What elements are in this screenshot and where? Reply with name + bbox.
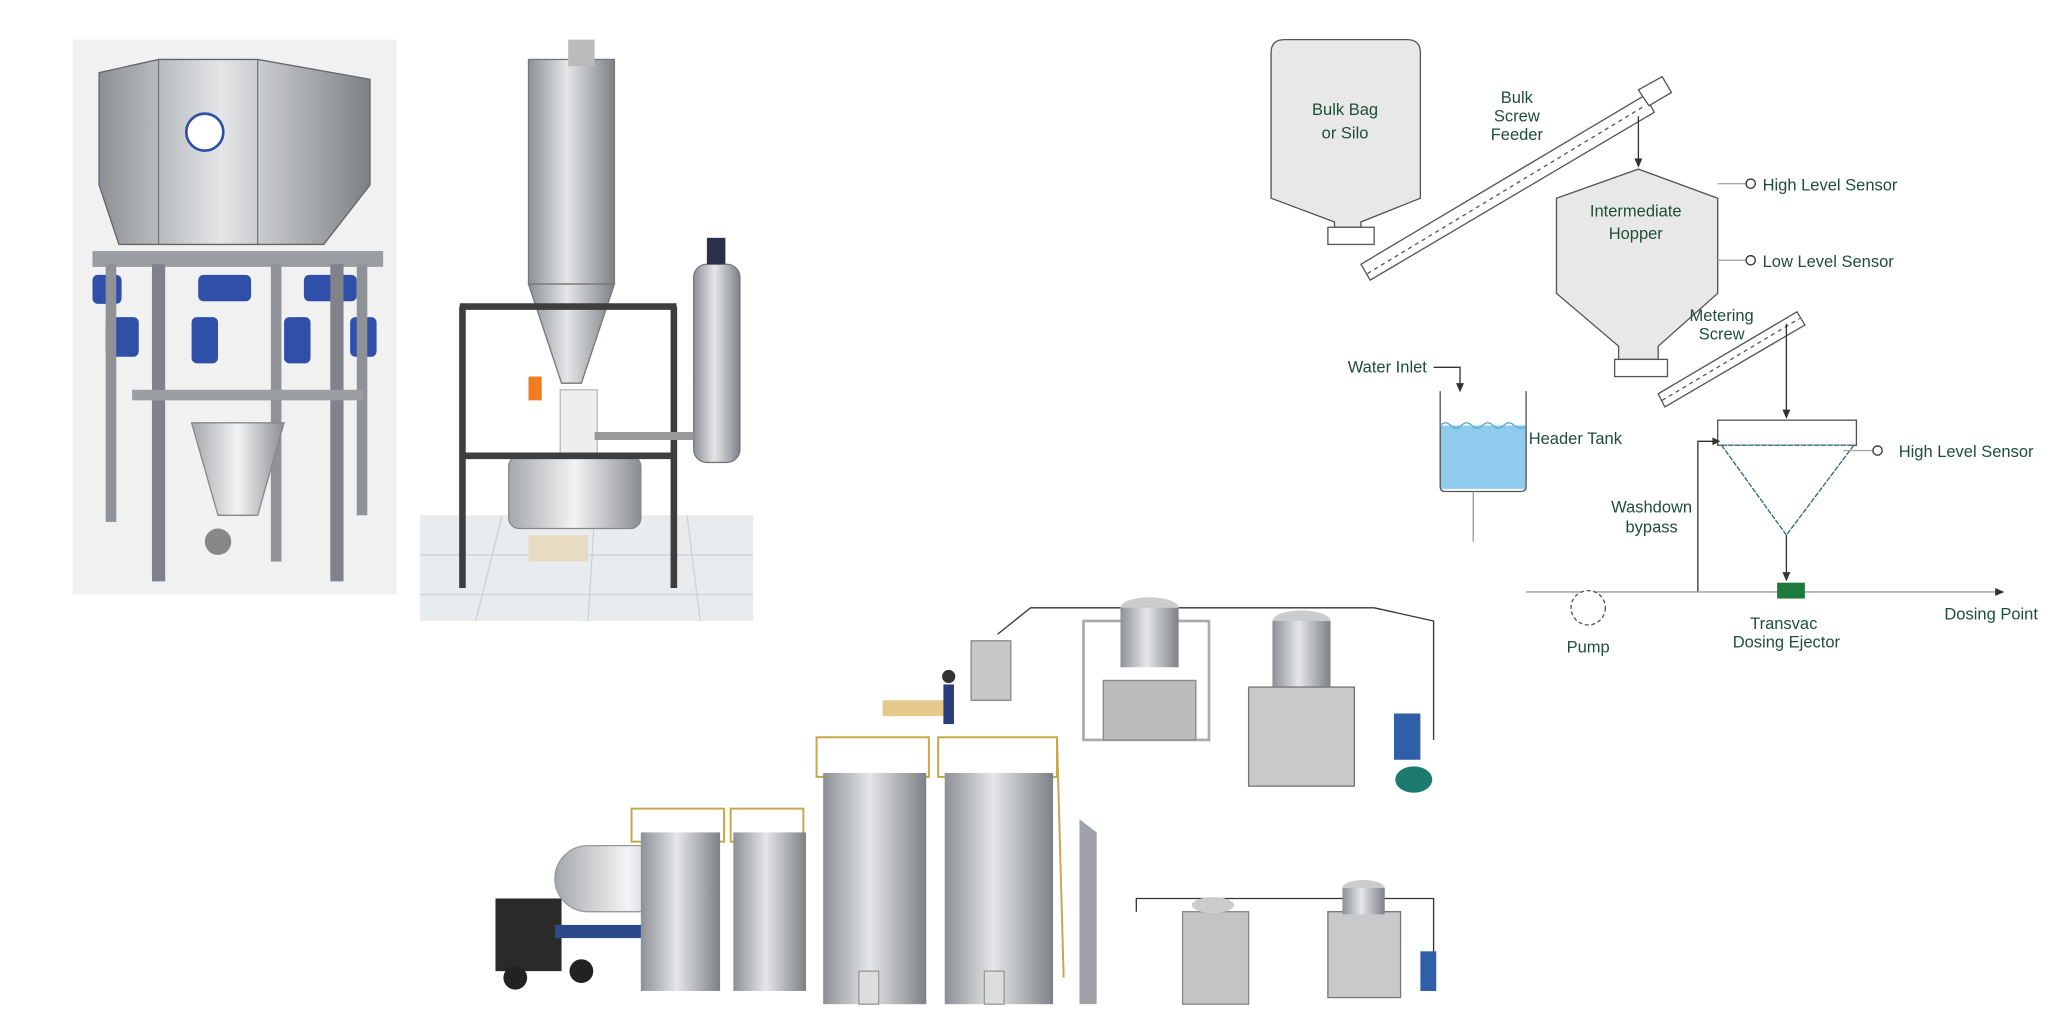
bulk-bag xyxy=(1270,38,1422,228)
logo-emblem xyxy=(184,112,225,152)
svg-text:Dosing Point: Dosing Point xyxy=(1944,606,2038,624)
svg-text:Hopper: Hopper xyxy=(1609,225,1664,243)
svg-text:Pump: Pump xyxy=(1567,639,1610,657)
photo-multi-hopper-station xyxy=(72,39,397,595)
svg-text:Low Level Sensor: Low Level Sensor xyxy=(1763,253,1895,271)
bulk-screw-feeder xyxy=(1360,75,1673,282)
svg-text:High Level Sensor: High Level Sensor xyxy=(1763,176,1898,194)
svg-text:Dosing Ejector: Dosing Ejector xyxy=(1733,633,1841,651)
svg-text:Header Tank: Header Tank xyxy=(1529,430,1623,448)
photo-cyclone-conveyor xyxy=(420,39,754,622)
svg-text:Intermediate: Intermediate xyxy=(1590,203,1682,221)
truck-cab xyxy=(495,898,562,972)
svg-text:Bulk Bag: Bulk Bag xyxy=(1312,101,1378,119)
dosing-hopper xyxy=(1720,444,1856,537)
dosing-hopper-lid xyxy=(1717,419,1858,446)
photo-plant-overview xyxy=(495,597,1437,1005)
svg-text:Transvac: Transvac xyxy=(1750,615,1817,633)
intermediate-hopper xyxy=(1555,168,1719,361)
sensor-icon xyxy=(1745,178,1756,189)
sensor-icon xyxy=(1745,255,1756,266)
svg-text:or Silo: or Silo xyxy=(1322,125,1369,143)
process-diagram: Bulk Bag or Silo Bulk Screw Feeder Inter… xyxy=(1270,38,2038,657)
svg-text:bypass: bypass xyxy=(1625,518,1677,536)
pump-icon xyxy=(1570,589,1607,626)
metering-screw xyxy=(1657,310,1806,408)
svg-text:Screw: Screw xyxy=(1699,326,1745,344)
svg-text:Screw: Screw xyxy=(1494,108,1540,126)
sensor-icon xyxy=(1872,445,1883,456)
header-tank xyxy=(1439,391,1527,493)
svg-text:Feeder: Feeder xyxy=(1491,126,1544,144)
svg-text:Metering: Metering xyxy=(1690,307,1754,325)
svg-text:High Level Sensor: High Level Sensor xyxy=(1899,443,2034,461)
dosing-ejector xyxy=(1777,582,1805,599)
svg-text:Washdown: Washdown xyxy=(1611,499,1692,517)
header-tank-water xyxy=(1440,425,1527,489)
svg-text:Water Inlet: Water Inlet xyxy=(1348,359,1428,377)
svg-text:Bulk: Bulk xyxy=(1501,89,1534,107)
